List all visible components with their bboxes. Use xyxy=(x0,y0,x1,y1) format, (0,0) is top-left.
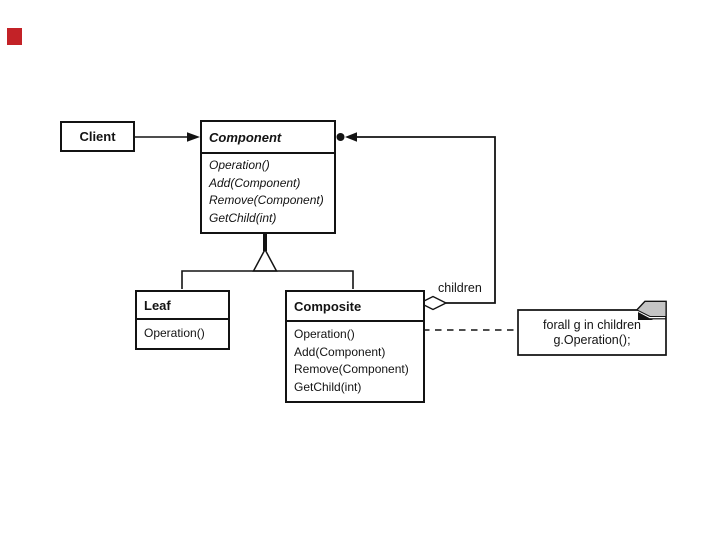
method-label: Add(Component) xyxy=(294,344,386,359)
class-box-component: Component Operation() Add(Component) Rem… xyxy=(200,120,336,234)
method-label: Operation() xyxy=(294,327,355,341)
class-name-client: Client xyxy=(79,129,116,144)
association-arrowhead-icon xyxy=(187,132,200,142)
aggregation-diamond-icon xyxy=(418,295,448,311)
method-label: GetChild(int) xyxy=(294,379,362,394)
class-name-composite: Composite xyxy=(294,298,362,314)
class-methods-leaf: Operation() xyxy=(137,320,228,343)
class-title-leaf: Leaf xyxy=(137,292,228,320)
class-box-leaf: Leaf Operation() xyxy=(135,290,230,350)
method-label: Remove(Component) xyxy=(294,362,409,376)
aggregation-line xyxy=(356,136,496,304)
method-label: Operation() xyxy=(144,326,205,340)
class-box-composite: Composite Operation() Add(Component) Rem… xyxy=(285,290,425,403)
class-name-component: Component xyxy=(209,129,282,145)
slide-accent-square xyxy=(7,28,22,45)
aggregation-role-label: children xyxy=(438,281,482,295)
note-line: g.Operation(); xyxy=(553,332,631,347)
class-title-component: Component xyxy=(202,122,334,154)
inheritance-bar xyxy=(181,270,354,289)
note-fold-crease-icon xyxy=(638,312,653,320)
multiplicity-many-dot-icon xyxy=(336,133,345,141)
method-label: GetChild(int) xyxy=(209,210,277,225)
class-box-client: Client xyxy=(60,121,135,152)
method-label: Remove(Component) xyxy=(209,193,324,207)
inheritance-triangle-icon xyxy=(252,247,278,272)
note-fold-icon xyxy=(636,300,667,318)
class-methods-component: Operation() Add(Component) Remove(Compon… xyxy=(202,154,334,227)
class-methods-composite: Operation() Add(Component) Remove(Compon… xyxy=(287,322,423,396)
class-title-composite: Composite xyxy=(287,292,423,322)
method-label: Add(Component) xyxy=(209,175,301,190)
note-text: forall g in children g.Operation(); xyxy=(518,310,666,355)
class-name-leaf: Leaf xyxy=(144,297,171,313)
aggregation-arrowhead-icon xyxy=(345,132,357,142)
method-label: Operation() xyxy=(209,158,270,172)
note-line: forall g in children xyxy=(543,317,641,332)
